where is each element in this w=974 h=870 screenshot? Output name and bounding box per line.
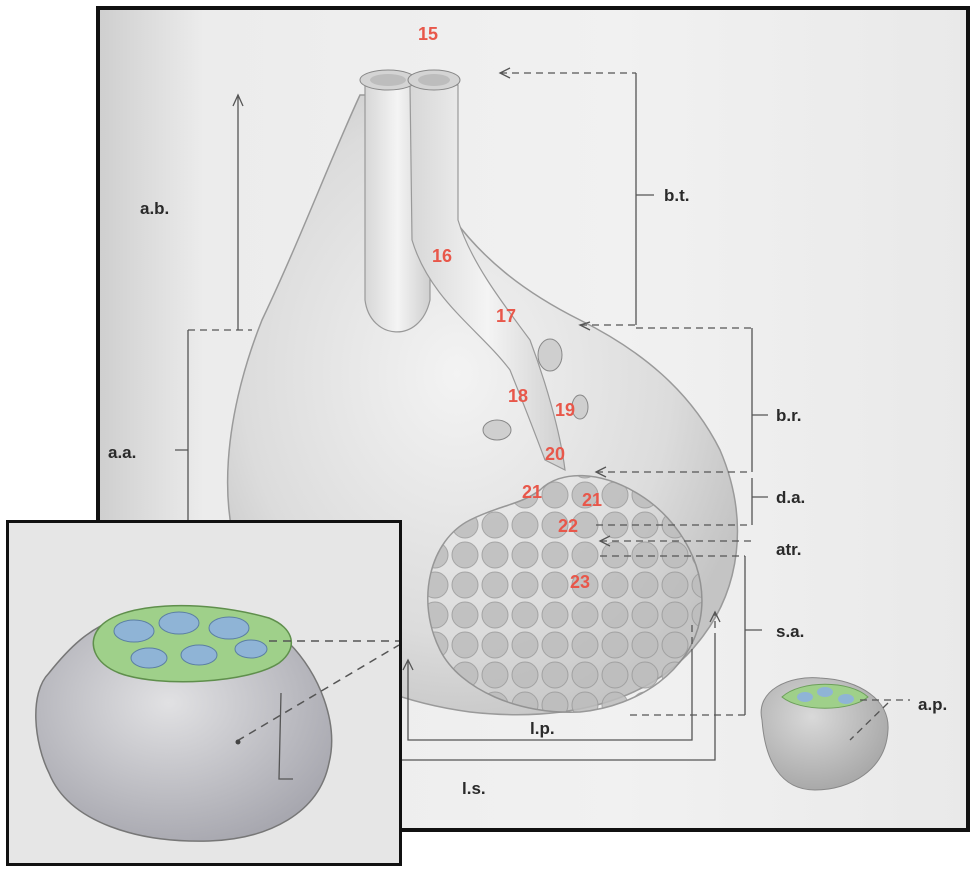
bracket-d-a [752, 478, 768, 525]
label-d-a: d.a. [776, 488, 805, 507]
label-a-a: a.a. [108, 443, 136, 462]
alveolar-pore-enlarged-diagram [9, 523, 399, 863]
bracket-b-t [636, 73, 654, 325]
number-17: 17 [496, 306, 516, 326]
label-a-b: a.b. [140, 199, 169, 218]
bracket-a-a [175, 330, 188, 540]
number-21-right: 21 [582, 490, 602, 510]
alveolar-pore-enlarged-inset [6, 520, 402, 866]
label-a-p: a.p. [918, 695, 947, 714]
label-l-p: l.p. [530, 719, 555, 738]
number-18: 18 [508, 386, 528, 406]
number-22: 22 [558, 516, 578, 536]
bracket-s-a [745, 556, 762, 715]
alveolar-pore-small-illustration [761, 678, 888, 790]
number-19: 19 [555, 400, 575, 420]
label-l-s: l.s. [462, 779, 486, 798]
number-23: 23 [570, 572, 590, 592]
number-21-left: 21 [522, 482, 542, 502]
label-s-a: s.a. [776, 622, 804, 641]
bracket-b-r [752, 328, 768, 472]
number-20: 20 [545, 444, 565, 464]
label-b-t: b.t. [664, 186, 690, 205]
label-b-r: b.r. [776, 406, 802, 425]
label-atr: atr. [776, 540, 802, 559]
number-16: 16 [432, 246, 452, 266]
number-15: 15 [418, 24, 438, 44]
